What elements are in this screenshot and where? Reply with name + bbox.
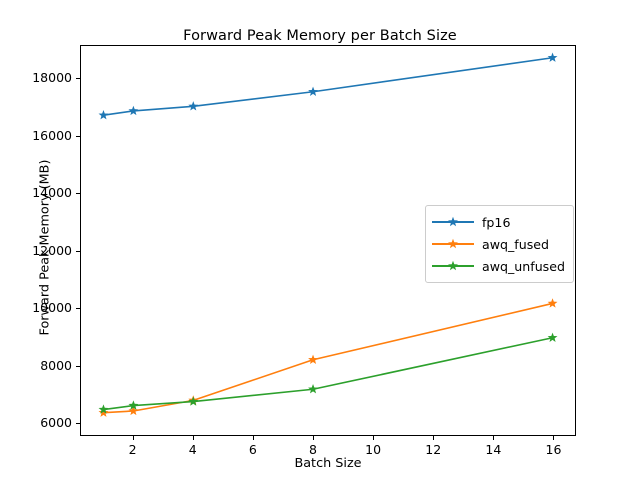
series-marker xyxy=(188,101,199,111)
series-awq_fused xyxy=(98,298,558,417)
y-tick-label: 14000 xyxy=(32,185,72,201)
y-tick-label: 6000 xyxy=(40,415,72,431)
legend-marker-icon xyxy=(448,216,458,227)
x-tickmark xyxy=(433,436,435,440)
y-tick-label: 16000 xyxy=(32,127,72,143)
series-marker xyxy=(128,400,139,410)
y-tickmark xyxy=(76,250,80,252)
chart-legend: fp16 awq_fused awq_unfused xyxy=(425,205,574,283)
x-tick-label: 16 xyxy=(545,442,562,457)
x-tick-label: 8 xyxy=(308,442,317,457)
y-tick-label: 10000 xyxy=(32,300,72,316)
legend-label: awq_unfused xyxy=(482,258,565,274)
x-tick-label: 4 xyxy=(188,442,197,457)
legend-item-awq_fused[interactable]: awq_fused xyxy=(432,233,565,255)
y-tick-label: 8000 xyxy=(40,357,72,373)
x-tick-label: 14 xyxy=(485,442,502,457)
series-canvas xyxy=(98,52,558,417)
series-marker xyxy=(128,405,139,416)
y-tick-label: 12000 xyxy=(32,242,72,258)
legend-item-awq_unfused[interactable]: awq_unfused xyxy=(432,255,565,277)
series-fp16 xyxy=(98,52,558,120)
series-marker xyxy=(547,52,558,62)
x-tickmark xyxy=(493,436,495,440)
x-tick-label: 2 xyxy=(128,442,137,457)
series-line xyxy=(103,336,553,411)
y-tickmark xyxy=(76,193,80,195)
y-tick-label: 18000 xyxy=(32,70,72,86)
y-tickmark xyxy=(76,308,80,310)
y-tickmark xyxy=(76,423,80,425)
series-marker xyxy=(98,404,109,414)
chart-title: Forward Peak Memory per Batch Size xyxy=(183,28,457,44)
series-marker xyxy=(98,407,109,417)
y-tickmark xyxy=(76,78,80,80)
legend-swatch xyxy=(432,236,474,252)
x-tickmark xyxy=(373,436,375,440)
plot-area xyxy=(80,45,576,436)
x-tickmark xyxy=(553,436,555,440)
legend-label: fp16 xyxy=(482,214,511,230)
series-marker xyxy=(188,396,199,406)
series-line xyxy=(103,302,553,414)
y-tickmark xyxy=(76,135,80,137)
x-tick-label: 10 xyxy=(365,442,382,457)
series-awq_unfused xyxy=(98,332,558,414)
legend-label: awq_fused xyxy=(482,236,550,252)
series-marker xyxy=(547,332,558,342)
legend-swatch xyxy=(432,258,474,274)
y-tickmark xyxy=(76,365,80,367)
legend-swatch xyxy=(432,214,474,230)
x-tick-label: 12 xyxy=(425,442,442,457)
legend-item-fp16[interactable]: fp16 xyxy=(432,211,565,233)
x-axis-label: Batch Size xyxy=(294,456,362,471)
series-marker xyxy=(308,384,318,394)
x-tickmark xyxy=(312,436,314,440)
x-tick-label: 6 xyxy=(248,442,257,457)
series-marker xyxy=(128,105,139,116)
series-line xyxy=(103,56,553,117)
x-tickmark xyxy=(132,436,134,440)
series-marker xyxy=(98,110,109,120)
x-tickmark xyxy=(252,436,254,440)
series-marker xyxy=(547,298,558,308)
legend-marker-icon xyxy=(448,238,458,249)
legend-marker-icon xyxy=(448,260,458,271)
x-tickmark xyxy=(192,436,194,440)
series-marker xyxy=(308,86,318,96)
series-marker xyxy=(308,354,318,364)
